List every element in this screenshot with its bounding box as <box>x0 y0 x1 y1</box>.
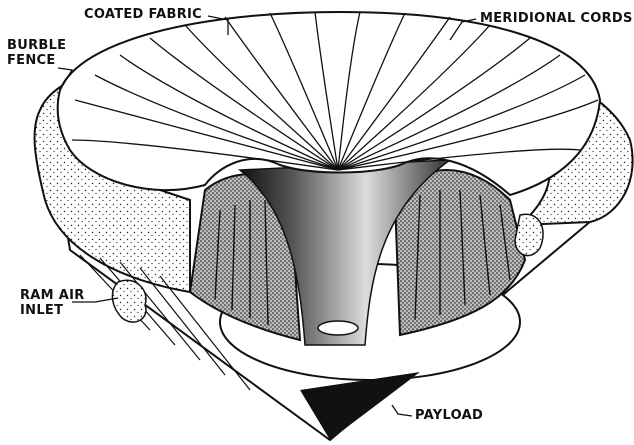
label-payload: PAYLOAD <box>415 408 483 423</box>
label-ram-air-inlet-line2: INLET <box>20 303 85 318</box>
label-ram-air-inlet: RAM AIR INLET <box>20 288 85 318</box>
label-ram-air-inlet-line1: RAM AIR <box>20 288 85 303</box>
ram-air-inlet <box>112 280 146 322</box>
right-inlet <box>515 214 543 255</box>
label-burble-fence-line2: FENCE <box>7 53 66 68</box>
label-meridional-cords: MERIDIONAL CORDS <box>480 11 633 26</box>
label-burble-fence-line1: BURBLE <box>7 38 66 53</box>
label-burble-fence: BURBLE FENCE <box>7 38 66 68</box>
label-coated-fabric: COATED FABRIC <box>84 7 202 22</box>
stem-mouth <box>318 321 358 335</box>
